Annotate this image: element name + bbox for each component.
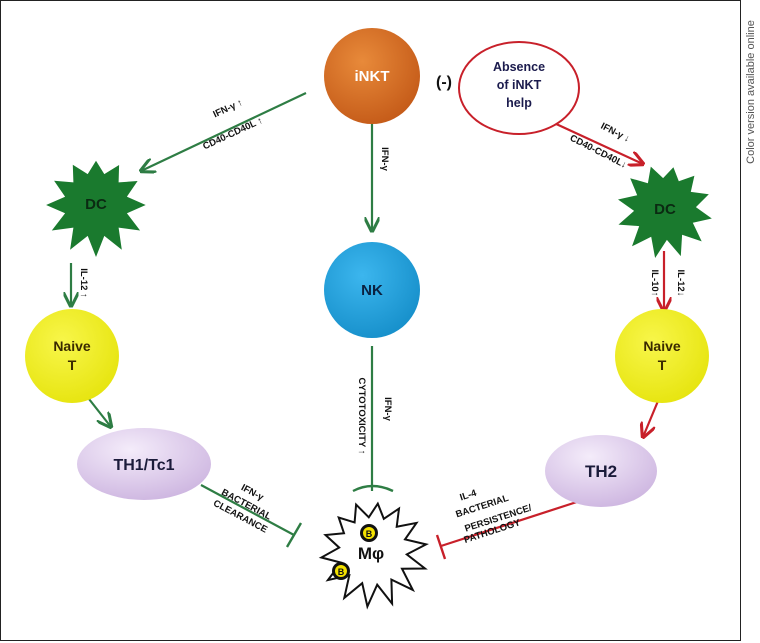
dc-left-label: DC	[85, 196, 107, 213]
edge-naive-th1	[88, 398, 111, 427]
absence-label-2: of iNKT	[497, 78, 542, 92]
edge-th2-macro	[440, 497, 587, 548]
figure-frame: iNKT (-) Absence of iNKT help DC DC NK N…	[0, 0, 741, 641]
inhibit-th2-macro	[435, 534, 447, 560]
naive-right-label-1: Naive	[643, 338, 681, 354]
absence-label-3: help	[506, 96, 532, 110]
absence-label-1: Absence	[493, 60, 545, 74]
inkt-label: iNKT	[355, 68, 390, 85]
edge-th1-macro	[200, 484, 295, 536]
th2-node: TH2	[545, 435, 657, 507]
naive-left-node: Naive T	[25, 309, 119, 403]
inhibit-nk-macro	[352, 484, 394, 493]
edge-absence-dc	[540, 116, 643, 164]
label-dc-naive-left: IL-12 ↑	[78, 268, 89, 298]
th2-label: TH2	[585, 462, 617, 481]
inhibit-th1-macro	[285, 522, 303, 548]
naive-left-label-1: Naive	[53, 338, 91, 354]
naive-right-label-2: T	[658, 357, 667, 373]
label-nk-macro-cyto: CYTOTOXICITY ↑	[356, 377, 367, 454]
inkt-node: iNKT	[324, 28, 420, 124]
nk-label: NK	[361, 282, 383, 299]
edge-inkt-dc	[141, 92, 307, 171]
th1-node: TH1/Tc1	[77, 428, 211, 500]
macrophage-node: Mφ B B	[318, 501, 429, 610]
label-dc-naive-il12: IL-12↓	[675, 270, 686, 297]
absence-node: Absence of iNKT help	[458, 41, 580, 135]
label-abs-dc-ifn: IFN-γ ↓	[599, 121, 632, 145]
dc-right-node: DC	[618, 166, 712, 258]
th1-label: TH1/Tc1	[113, 457, 174, 474]
label-dc-naive-il10: IL-10↑	[649, 270, 660, 297]
label-nk-macro-ifn: IFN-γ	[382, 397, 393, 421]
diagram: iNKT (-) Absence of iNKT help DC DC NK N…	[25, 28, 712, 610]
bacterium-icon: B	[332, 562, 350, 580]
label-inkt-dc-ifn: IFN-γ ↑	[212, 97, 245, 120]
bacterium-label-2: B	[338, 567, 345, 577]
label-inkt-nk: IFN-γ	[379, 147, 390, 171]
label-th2-macro-il4: IL-4	[458, 488, 478, 504]
bacterium-label-1: B	[366, 529, 373, 539]
nk-node: NK	[324, 242, 420, 338]
macrophage-label: Mφ	[358, 544, 384, 563]
side-note: Color version available online	[741, 0, 760, 643]
naive-right-node: Naive T	[615, 309, 709, 403]
dc-right-label: DC	[654, 201, 676, 218]
naive-left-label-2: T	[68, 357, 77, 373]
dc-left-node: DC	[46, 160, 146, 257]
label-inkt-dc-cd40: CD40-CD40L ↑	[201, 115, 264, 152]
minus-sign: (-)	[436, 74, 452, 91]
bacterium-icon: B	[360, 524, 378, 542]
side-note-text: Color version available online	[745, 20, 757, 164]
edge-naive-th2	[643, 400, 660, 437]
